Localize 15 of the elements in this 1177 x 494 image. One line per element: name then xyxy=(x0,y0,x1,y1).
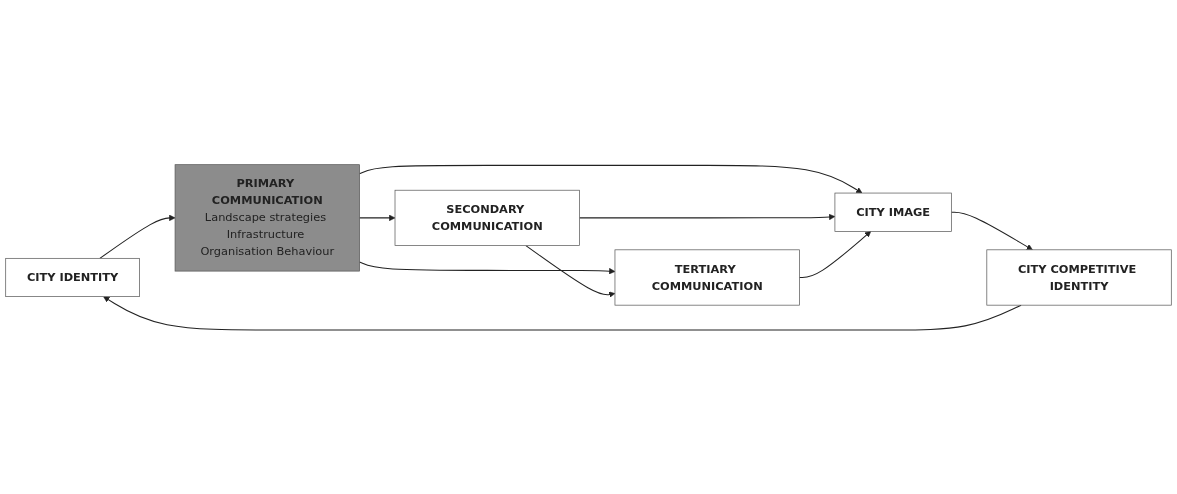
arrow xyxy=(99,214,176,259)
node-box: SECONDARY COMMUNICATION xyxy=(394,189,580,246)
arrow xyxy=(103,296,1022,331)
arrow xyxy=(798,230,872,278)
arrow xyxy=(578,213,836,220)
arrow xyxy=(525,244,616,298)
arrow xyxy=(950,211,1033,250)
arrow xyxy=(359,261,616,274)
arrow xyxy=(359,164,863,193)
arrow xyxy=(359,214,396,221)
node-box: TERTIARY COMMUNICATION xyxy=(614,249,800,306)
node-box: CITY COMPETITIVE IDENTITY xyxy=(986,249,1172,306)
node-box: CITY IDENTITY xyxy=(5,257,140,297)
node-box: CITY IMAGE xyxy=(834,192,952,232)
node-box: PRIMARY COMMUNICATION Landscape strategies Infrastructure Organisation Behaviour xyxy=(174,163,360,272)
